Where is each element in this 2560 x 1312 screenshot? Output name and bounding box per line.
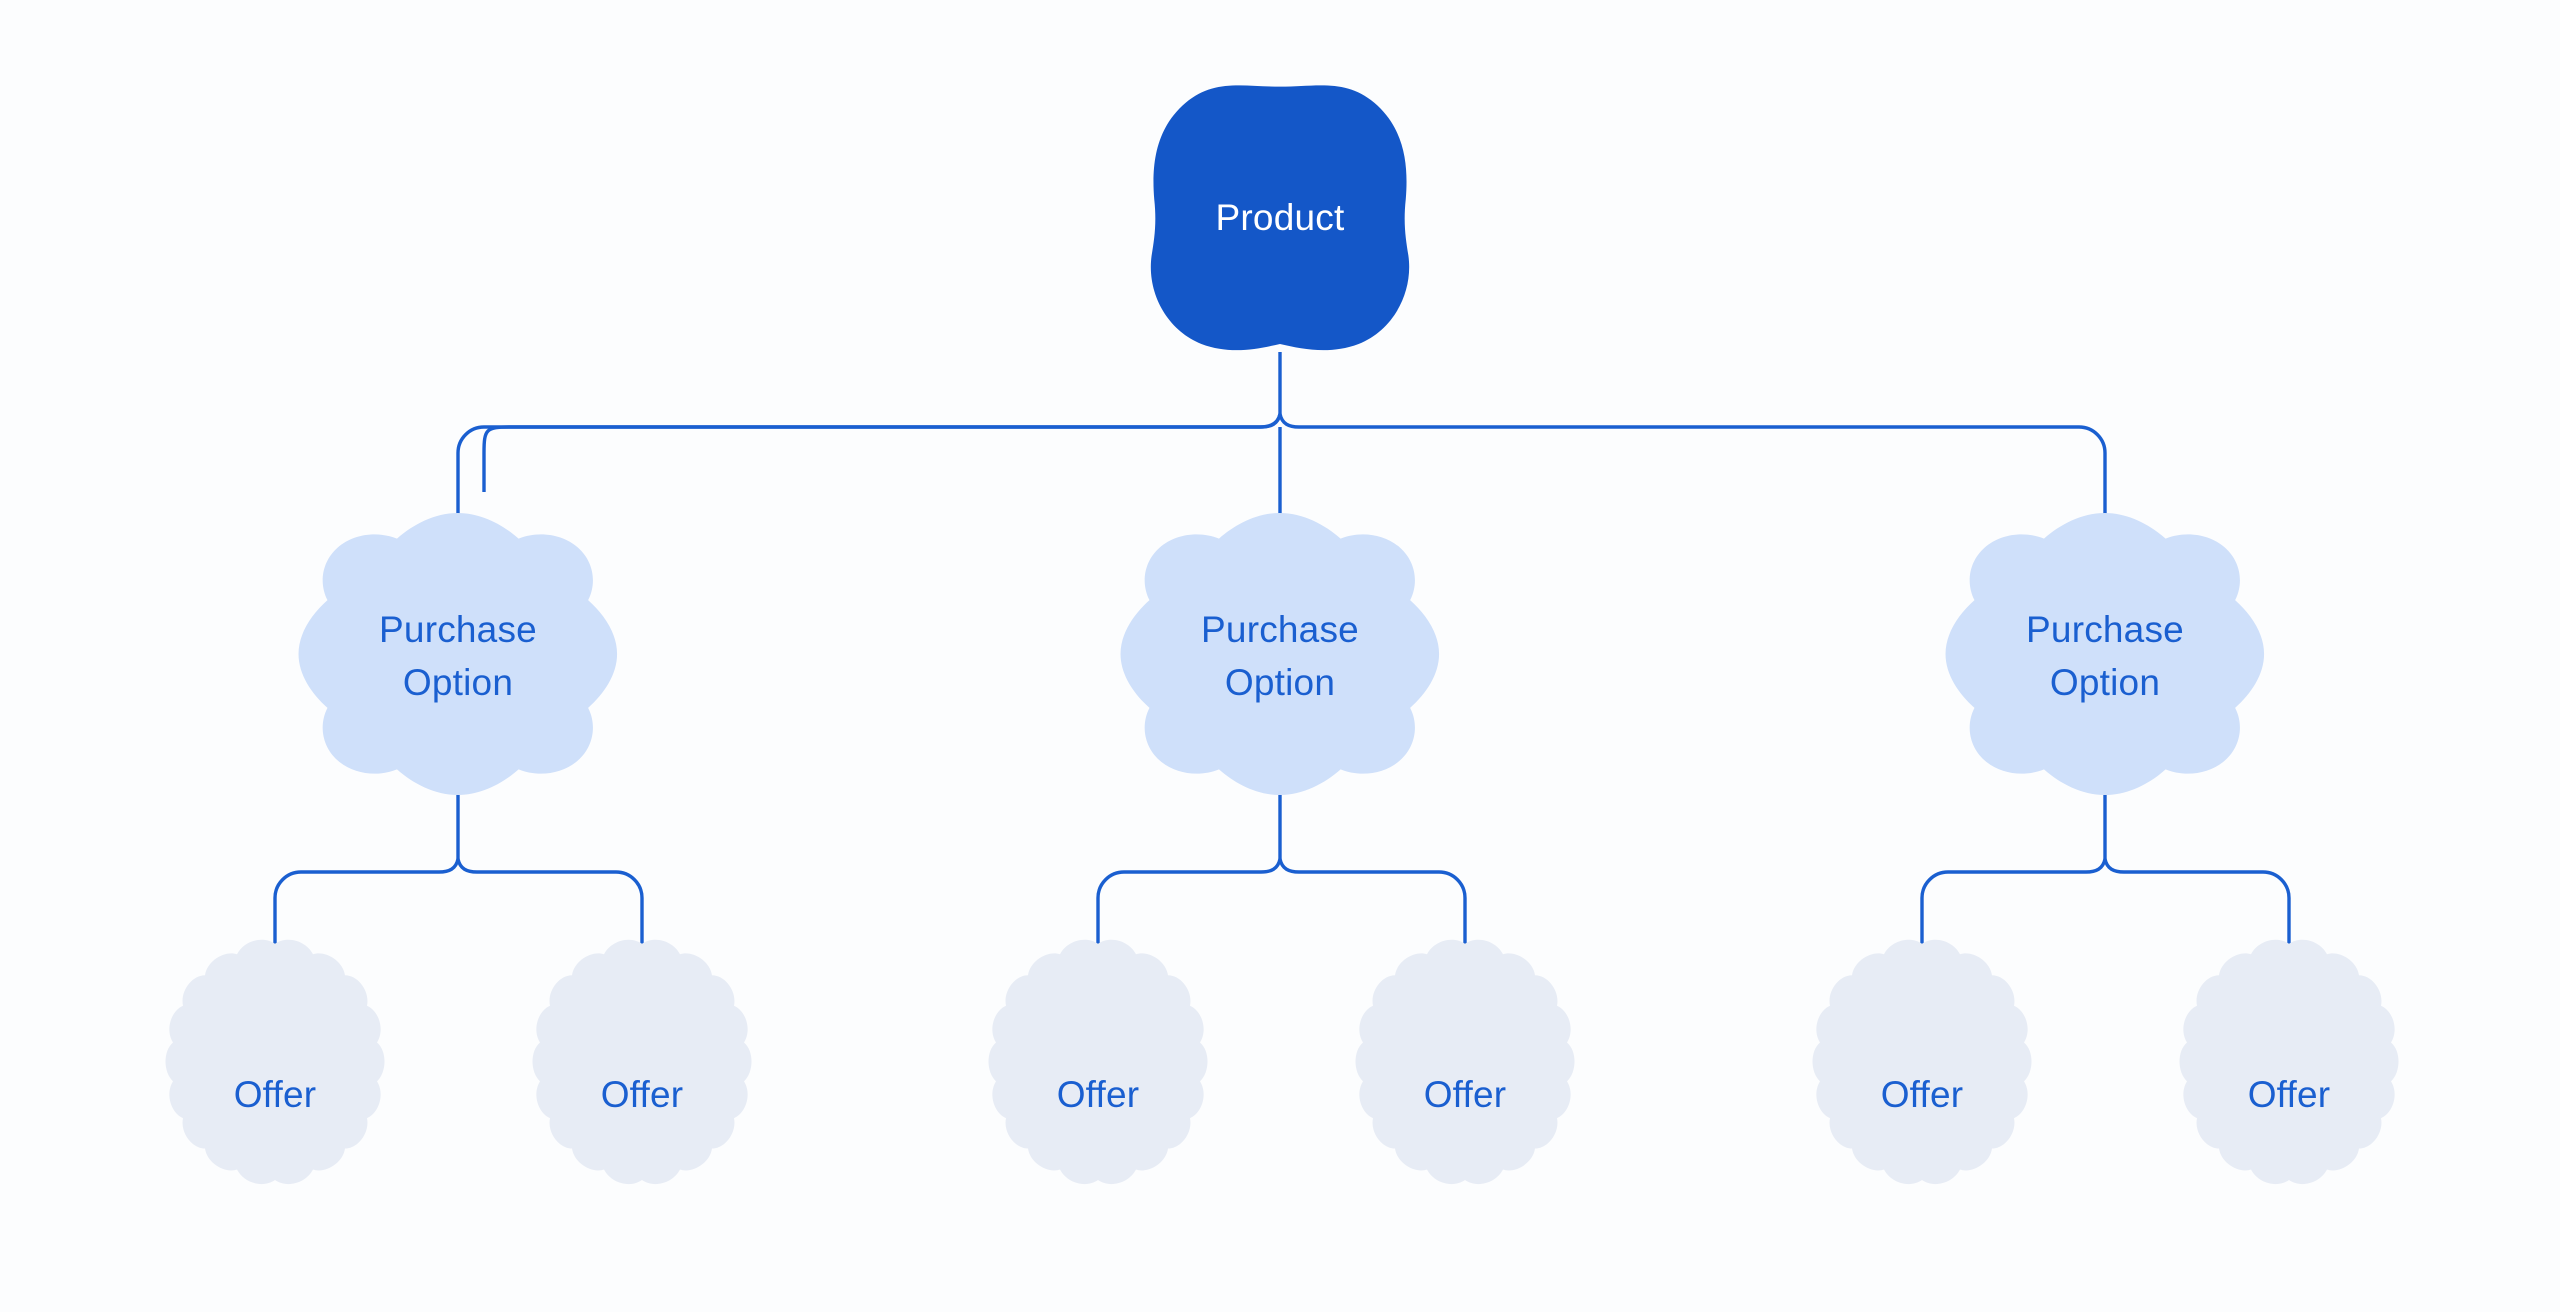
offer-label: Offer (1881, 1074, 1964, 1115)
offer-label: Offer (1424, 1074, 1507, 1115)
node-offer-1[interactable]: Offer (165, 939, 385, 1185)
purchase-option-label-line2: Option (2050, 662, 2160, 703)
node-purchase-option-2[interactable]: Purchase Option (1120, 513, 1440, 796)
node-offer-2[interactable]: Offer (532, 939, 752, 1185)
connector-group-product (456, 352, 2107, 518)
purchase-option-shape (1945, 513, 2265, 796)
offer-shape (1355, 939, 1575, 1185)
purchase-option-label-line2: Option (1225, 662, 1335, 703)
product-label: Product (1216, 197, 1345, 238)
connector-group-option-2 (1096, 795, 1467, 950)
offer-shape (532, 939, 752, 1185)
node-purchase-option-1[interactable]: Purchase Option (298, 513, 618, 796)
purchase-option-shape (1120, 513, 1440, 796)
node-offer-3[interactable]: Offer (988, 939, 1208, 1185)
node-offer-6[interactable]: Offer (2179, 939, 2399, 1185)
offer-shape (1812, 939, 2032, 1185)
offer-shape (2179, 939, 2399, 1185)
node-purchase-option-3[interactable]: Purchase Option (1945, 513, 2265, 796)
purchase-option-label-line1: Purchase (379, 609, 537, 650)
offer-shape (988, 939, 1208, 1185)
offer-label: Offer (2248, 1074, 2331, 1115)
connector-option1-branches (273, 858, 644, 950)
offer-label: Offer (601, 1074, 684, 1115)
connector-option3-branches (1920, 858, 2291, 950)
connector-group-option-3 (1920, 795, 2291, 950)
offer-label: Offer (1057, 1074, 1140, 1115)
purchase-option-label-line2: Option (403, 662, 513, 703)
purchase-option-label-line1: Purchase (1201, 609, 1359, 650)
offer-nodes: Offer Offer Offer Offer Offer O (165, 939, 2399, 1185)
connector-group-option-1 (273, 795, 644, 950)
purchase-option-shape (298, 513, 618, 796)
node-product[interactable]: Product (1150, 85, 1410, 351)
node-offer-4[interactable]: Offer (1355, 939, 1575, 1185)
connector-option2-branches (1096, 858, 1467, 950)
node-offer-5[interactable]: Offer (1812, 939, 2032, 1185)
offer-label: Offer (234, 1074, 317, 1115)
purchase-option-nodes: Purchase Option Purchase Option Purchase… (298, 513, 2265, 796)
offer-shape (165, 939, 385, 1185)
purchase-option-label-line1: Purchase (2026, 609, 2184, 650)
connector-rail-top (456, 413, 2107, 518)
